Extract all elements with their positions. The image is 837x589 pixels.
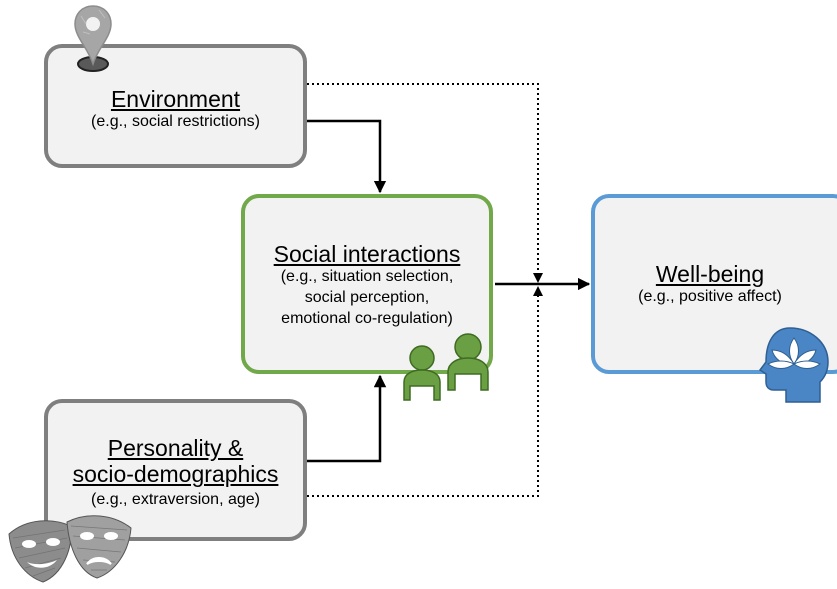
social-subtitle-line1: (e.g., situation selection, <box>280 268 454 286</box>
social-subtitle-line3: emotional co-regulation) <box>281 310 453 328</box>
environment-title: Environment <box>110 86 241 112</box>
dotted-arrow-personality-moderation <box>307 286 543 497</box>
wellbeing-subtitle: (e.g., positive affect) <box>638 288 782 306</box>
social-interactions-box: Social interactions (e.g., situation sel… <box>241 194 493 374</box>
environment-subtitle: (e.g., social restrictions) <box>91 113 260 131</box>
personality-subtitle: (e.g., extraversion, age) <box>91 490 260 508</box>
dotted-arrow-environment-moderation <box>307 83 543 283</box>
lotus-head-icon <box>758 327 829 403</box>
personality-box: Personality & socio-demographics (e.g., … <box>44 399 307 541</box>
arrow-environment-to-social <box>307 119 387 194</box>
social-title: Social interactions <box>273 241 461 267</box>
social-subtitle-line2: social perception, <box>304 289 430 307</box>
personality-title-line2: socio-demographics <box>72 461 279 488</box>
arrow-personality-to-social <box>307 374 387 463</box>
people-icon <box>403 333 489 401</box>
theater-masks-icon <box>8 515 132 583</box>
personality-title-line1: Personality & <box>107 435 244 461</box>
wellbeing-title: Well-being <box>655 261 765 287</box>
location-pin-icon <box>74 5 112 72</box>
environment-box: Environment (e.g., social restrictions) <box>44 44 307 168</box>
